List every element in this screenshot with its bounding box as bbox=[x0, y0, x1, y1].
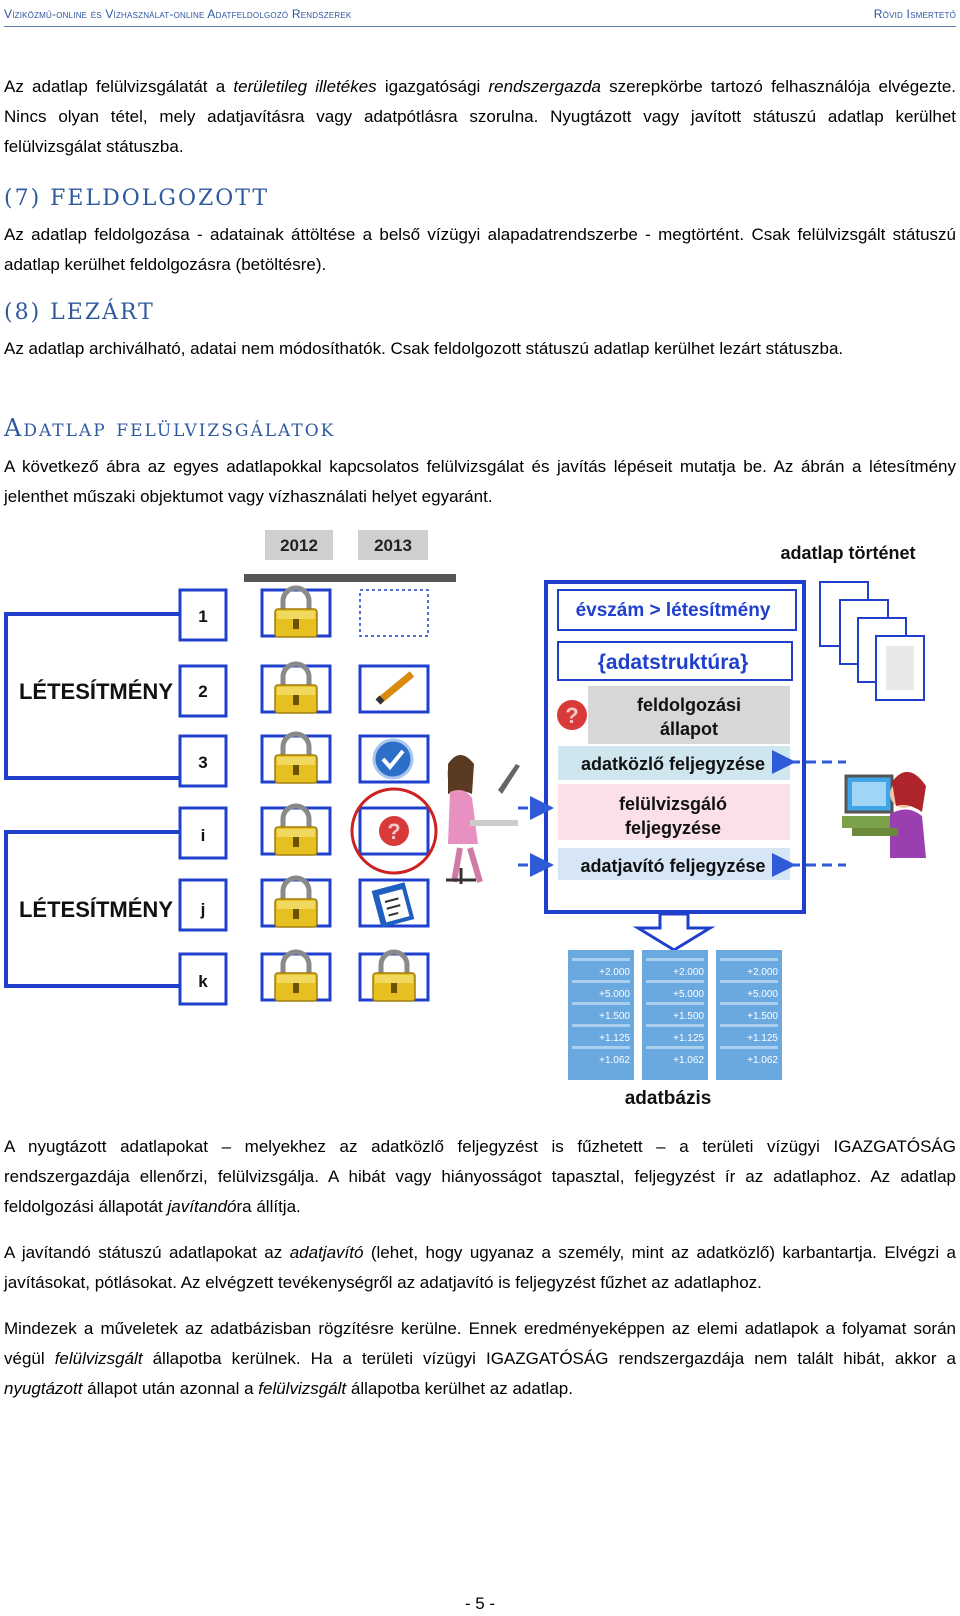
facility-bracket-1 bbox=[4, 612, 180, 780]
svg-text:+1.125: +1.125 bbox=[599, 1033, 630, 1044]
facility-label-1: LÉTESÍTMÉNY bbox=[19, 679, 173, 704]
svg-text:+5.000: +5.000 bbox=[599, 989, 630, 1000]
clipboard-icon bbox=[371, 882, 415, 928]
main-section-heading: Adatlap felülvizsgálatok bbox=[4, 414, 336, 442]
svg-text:+1.062: +1.062 bbox=[747, 1055, 778, 1066]
row-2-label: 2 bbox=[198, 682, 207, 701]
svg-text:+2.000: +2.000 bbox=[599, 967, 630, 978]
section8-heading: (8) LEZÁRT bbox=[4, 300, 155, 325]
section7-text: Az adatlap feldolgozása - adatainak áttö… bbox=[4, 225, 956, 274]
down-arrow-icon bbox=[632, 912, 716, 952]
page-number: - 5 - bbox=[464, 1594, 496, 1613]
facility-label-2: LÉTESÍTMÉNY bbox=[19, 897, 173, 922]
facility-bracket-2 bbox=[4, 830, 180, 988]
year-2012-label: 2012 bbox=[280, 536, 318, 555]
paragraph-2: A javítandó státuszú adatlapokat az adat… bbox=[4, 1243, 957, 1292]
database-label: adatbázis bbox=[625, 1088, 712, 1109]
header-title: Víziközmű-online és Vízhasználat-online … bbox=[4, 7, 352, 21]
row-3-label: 3 bbox=[198, 753, 207, 772]
section8-text: Az adatlap archiválható, adatai nem módo… bbox=[4, 339, 844, 358]
svg-text:+1.062: +1.062 bbox=[673, 1055, 704, 1066]
pencil-icon bbox=[375, 671, 415, 705]
row-i-label: i bbox=[201, 826, 206, 845]
svg-text:+2.000: +2.000 bbox=[747, 967, 778, 978]
section7-heading: (7) FELDOLGOZOTT bbox=[4, 186, 270, 211]
svg-text:+1.500: +1.500 bbox=[673, 1011, 704, 1022]
year-2013-label: 2013 bbox=[374, 536, 412, 555]
timeline-bar bbox=[244, 574, 456, 582]
history-pages-icon bbox=[819, 581, 925, 701]
year-tab-2013 bbox=[358, 530, 428, 560]
header-right: Rövid Ismertető bbox=[873, 7, 956, 21]
highlight-circle bbox=[350, 787, 438, 875]
paragraph-1: A nyugtázott adatlapokat – melyekhez az … bbox=[4, 1137, 956, 1216]
submitter-note-label: adatközlő feljegyzése bbox=[581, 754, 765, 774]
question-icon bbox=[557, 700, 587, 730]
svg-text:+1.125: +1.125 bbox=[747, 1033, 778, 1044]
intro-paragraph: Az adatlap felülvizsgálatát a területile… bbox=[4, 77, 956, 156]
database-sheets-icon: +2.000 +5.000 +1.500 +1.125 +1.062 +2.00… bbox=[568, 950, 782, 1080]
main-section-text: A következő ábra az egyes adatlapokkal k… bbox=[4, 457, 956, 506]
review-diagram: ? 2012 2013 adatlap történet LÉTESÍTMÉNY… bbox=[4, 530, 926, 1109]
svg-text:+1.500: +1.500 bbox=[599, 1011, 630, 1022]
svg-text:+5.000: +5.000 bbox=[747, 989, 778, 1000]
row-k-label: k bbox=[198, 972, 208, 991]
corrector-note-label: adatjavító feljegyzése bbox=[580, 856, 765, 876]
svg-text:+1.500: +1.500 bbox=[747, 1011, 778, 1022]
row-1-label: 1 bbox=[198, 607, 207, 626]
question-icon bbox=[379, 816, 409, 846]
year-tab-2012 bbox=[265, 530, 333, 560]
checkmark-icon bbox=[372, 738, 414, 780]
panel-title: évszám > létesítmény bbox=[576, 600, 771, 621]
page-header: Víziközmű-online és Vízhasználat-online … bbox=[4, 4, 956, 27]
reviewer-person-icon bbox=[446, 755, 520, 884]
panel-structure: {adatstruktúra} bbox=[598, 651, 749, 674]
submitter-person-icon bbox=[842, 771, 926, 858]
paragraph-3: Mindezek a műveletek az adatbázisban rög… bbox=[4, 1319, 956, 1398]
svg-text:+2.000: +2.000 bbox=[673, 967, 704, 978]
svg-text:+5.000: +5.000 bbox=[673, 989, 704, 1000]
empty-slot bbox=[359, 589, 429, 637]
history-label: adatlap történet bbox=[780, 543, 915, 563]
row-j-label: j bbox=[200, 900, 206, 919]
svg-text:+1.062: +1.062 bbox=[599, 1055, 630, 1066]
svg-text:+1.125: +1.125 bbox=[673, 1033, 704, 1044]
